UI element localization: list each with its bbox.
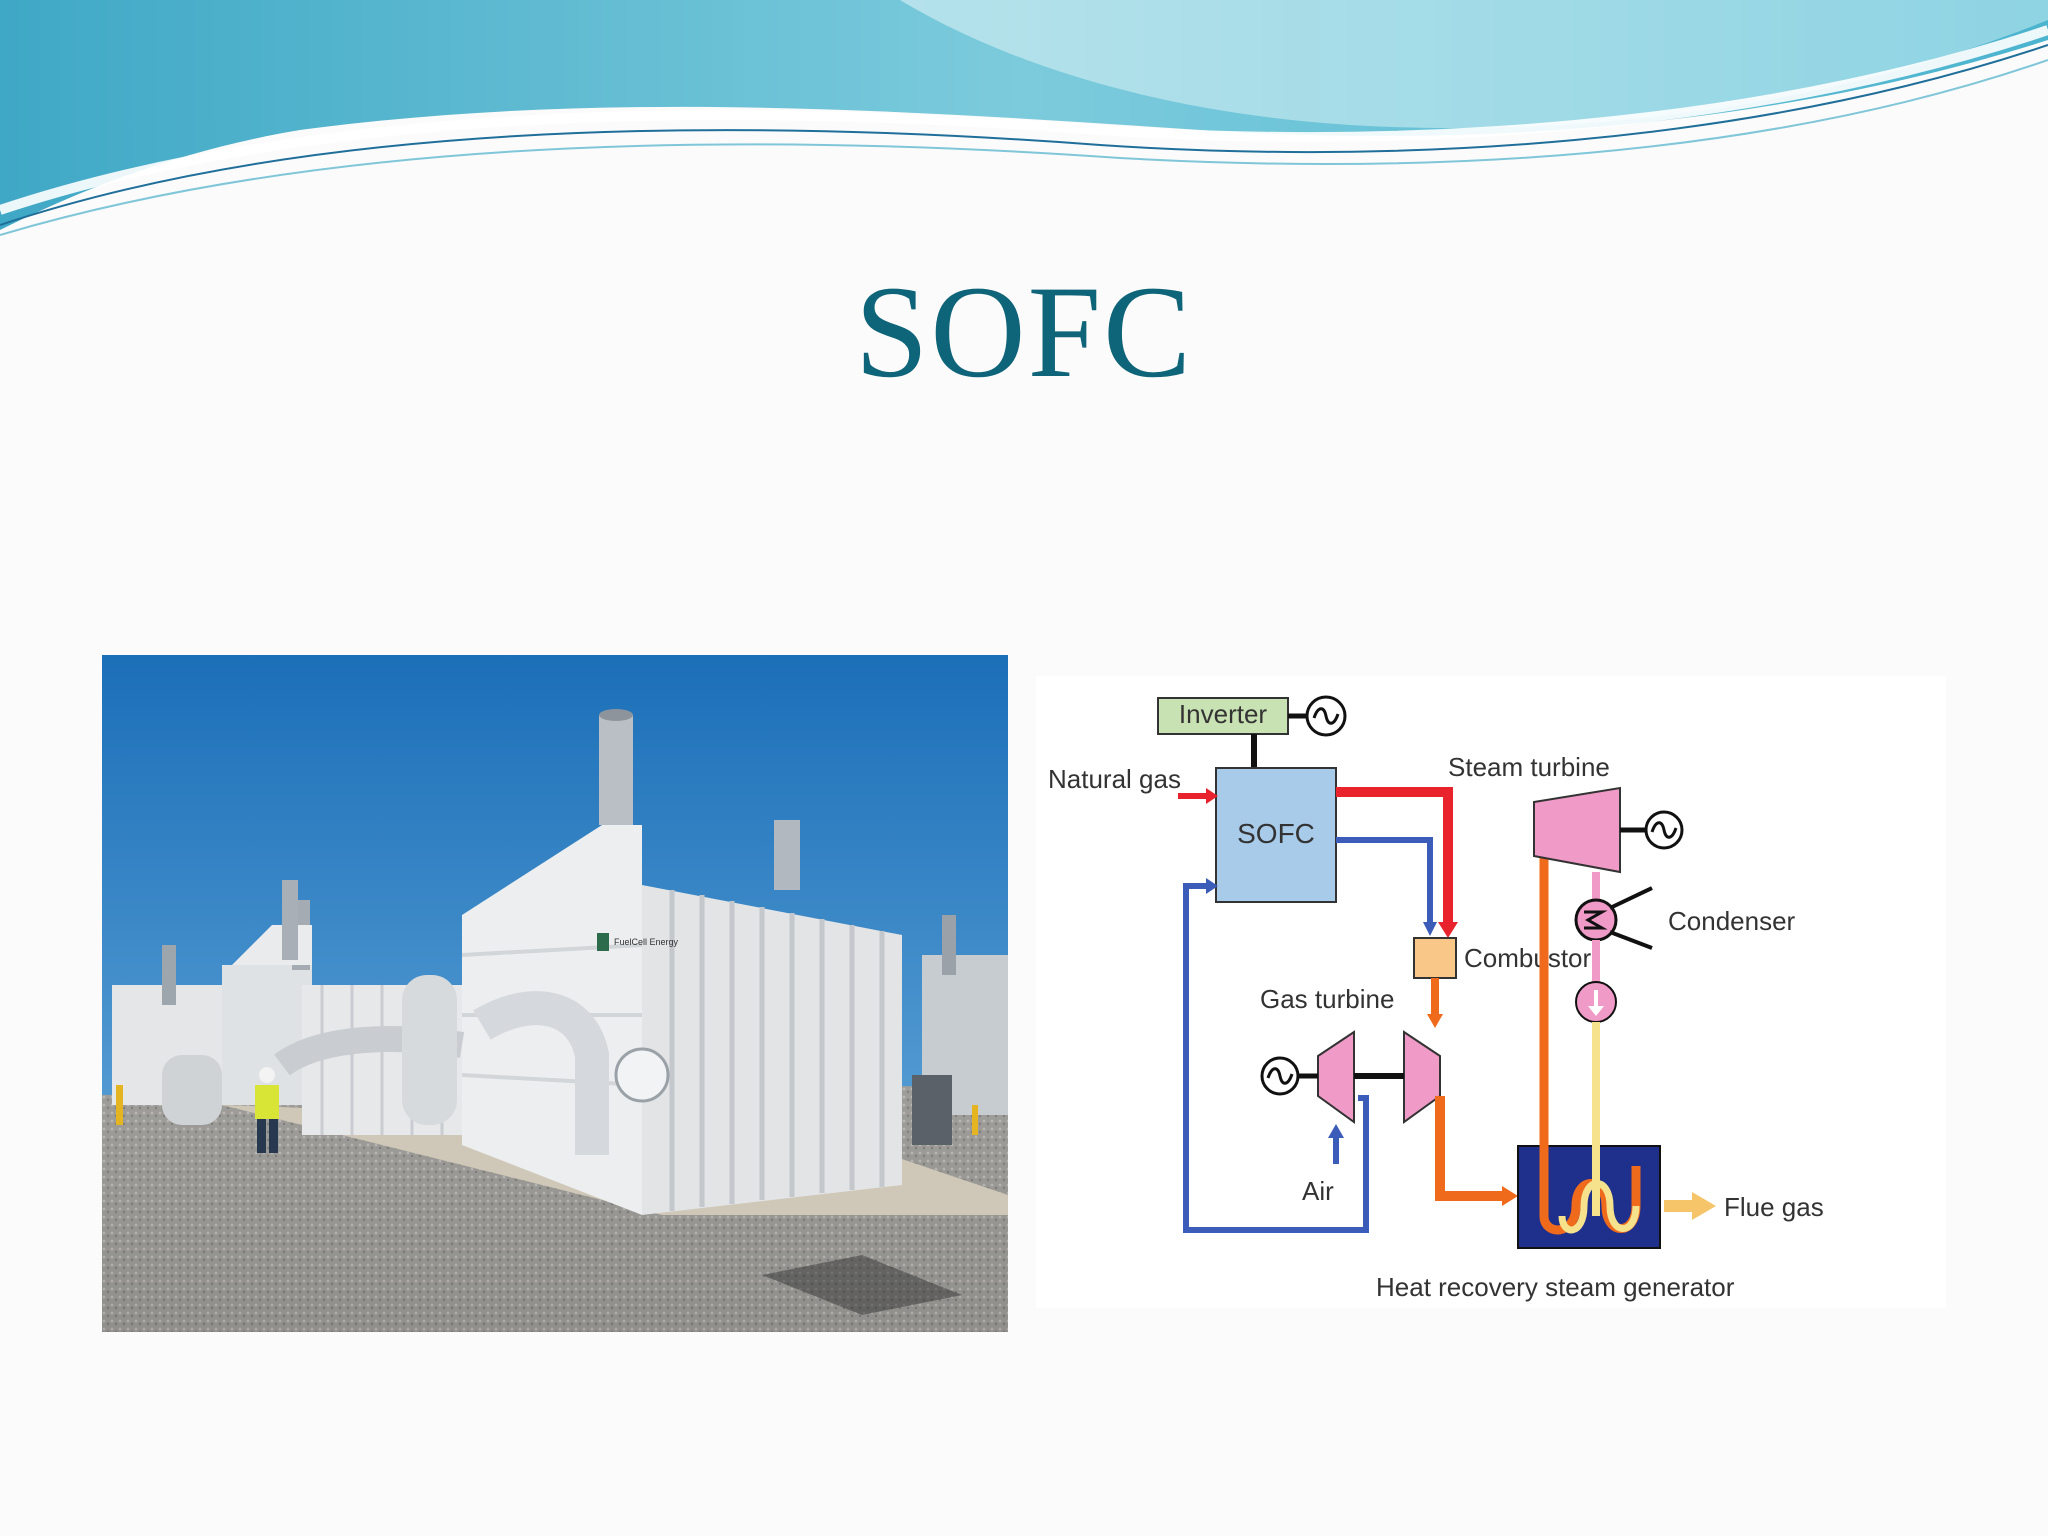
- generator-icon: [1260, 1056, 1300, 1096]
- pump-icon: [1575, 981, 1617, 1023]
- gas-turbine-shape: [1403, 1030, 1441, 1124]
- slide-title: SOFC: [854, 258, 1194, 405]
- sofc-hybrid-cycle-diagram: Inverter SOFC Natural gas Combustor Gas …: [1036, 676, 1946, 1308]
- air-label: Air: [1302, 1176, 1334, 1206]
- steam-turbine-label: Steam turbine: [1448, 752, 1610, 782]
- combustor-box: [1413, 937, 1457, 979]
- steam-turbine-shape: [1533, 786, 1621, 874]
- fuel-cell-plant-photo: FuelCell Energy: [102, 655, 1008, 1332]
- sofc-box: [1215, 767, 1337, 903]
- sofc-label: SOFC: [1237, 818, 1315, 849]
- generator-icon: [1644, 810, 1684, 850]
- gas-turbine-label: Gas turbine: [1260, 984, 1394, 1014]
- condenser-coil-icon: [1574, 886, 1653, 950]
- hrsg-label: Heat recovery steam generator: [1376, 1272, 1735, 1302]
- flue-gas-label: Flue gas: [1724, 1192, 1824, 1222]
- compressor-shape: [1317, 1030, 1355, 1124]
- combustor-label: Combustor: [1464, 943, 1591, 973]
- condenser-label: Condenser: [1668, 906, 1796, 936]
- natural-gas-label: Natural gas: [1048, 764, 1181, 794]
- inverter-box: [1157, 697, 1289, 735]
- generator-icon: [1305, 695, 1347, 737]
- inverter-label: Inverter: [1179, 699, 1267, 729]
- photo-sign-text: FuelCell Energy: [614, 937, 679, 947]
- header-wave-decoration: [0, 0, 2048, 236]
